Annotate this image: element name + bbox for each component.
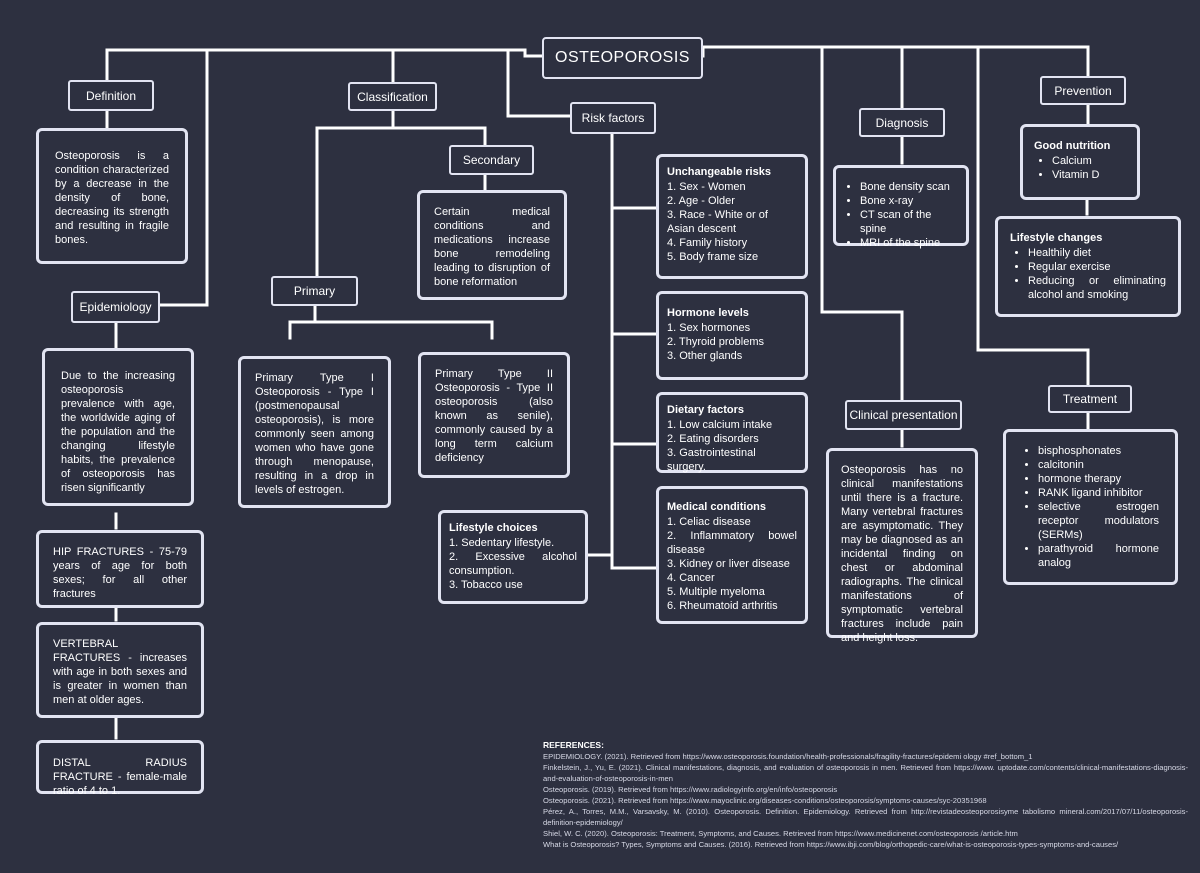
secondary-box: Certain medical conditions and medicatio… xyxy=(417,190,567,300)
diagnosis-item: Bone density scan xyxy=(860,180,960,194)
hormone-level-item: 2. Thyroid problems xyxy=(667,336,765,348)
clinical-presentation-label: Clinical presentation xyxy=(845,400,962,430)
treatment-item: selective estrogen receptor modulators (… xyxy=(1038,500,1159,542)
lifestyle-choices-heading: Lifestyle choices xyxy=(449,522,538,534)
lifestyle-change-item: Regular exercise xyxy=(1028,260,1166,274)
hip-fractures-box: HIP FRACTURES - 75-79 years of age for b… xyxy=(36,530,204,608)
prevention-label: Prevention xyxy=(1040,76,1126,105)
diagnosis-item: MRI of the spine xyxy=(860,236,960,250)
lifestyle-choice-item: 2. Excessive alcohol consumption. xyxy=(449,551,577,577)
references: REFERENCES: EPIDEMIOLOGY. (2021). Retrie… xyxy=(543,740,1188,850)
primary-type1-box: Primary Type I Osteoporosis - Type I (po… xyxy=(238,356,391,508)
treatment-item: bisphosphonates xyxy=(1038,444,1159,458)
diagnosis-label: Diagnosis xyxy=(859,108,945,137)
reference-item: Pérez, A., Torres, M.M., Varsavsky, M. (… xyxy=(543,807,1188,827)
reference-item: Osteoporosis. (2021). Retrieved from htt… xyxy=(543,796,987,805)
hormone-level-item: 1. Sex hormones xyxy=(667,322,751,334)
nutrition-item: Vitamin D xyxy=(1052,168,1126,182)
diagnosis-box: Bone density scan Bone x-ray CT scan of … xyxy=(833,165,969,249)
vertebral-fractures-box: VERTEBRAL FRACTURES - increases with age… xyxy=(36,622,204,718)
unchangeable-risks-heading: Unchangeable risks xyxy=(667,166,771,178)
clinical-presentation-box: Osteoporosis has no clinical manifestati… xyxy=(826,448,978,644)
central-title: OSTEOPOROSIS xyxy=(542,37,703,79)
epidemiology-box: Due to the increasing osteoporosis preva… xyxy=(42,348,194,506)
unchangeable-risk-item: 2. Age - Older xyxy=(667,195,735,207)
medical-conditions-heading: Medical conditions xyxy=(667,501,767,513)
diagnosis-item: CT scan of the spine xyxy=(860,208,960,236)
medical-condition-item: 3. Kidney or liver disease xyxy=(667,558,790,570)
treatment-item: hormone therapy xyxy=(1038,472,1159,486)
distal-radius-box: DISTAL RADIUS FRACTURE - female-male rat… xyxy=(36,740,204,797)
dietary-factor-item: 3. Gastrointestinal surgery. xyxy=(667,447,756,473)
medical-condition-item: 4. Cancer xyxy=(667,572,715,584)
unchangeable-risk-item: 3. Race - White or of Asian descent xyxy=(667,209,768,235)
unchangeable-risk-item: 4. Family history xyxy=(667,237,748,249)
lifestyle-change-item: Healthily diet xyxy=(1028,246,1166,260)
treatment-box: bisphosphonates calcitonin hormone thera… xyxy=(1003,429,1178,585)
unchangeable-risks-box: Unchangeable risks 1. Sex - Women 2. Age… xyxy=(656,154,808,279)
lifestyle-changes-box: Lifestyle changes Healthily diet Regular… xyxy=(995,216,1181,317)
medical-condition-item: 6. Rheumatoid arthritis xyxy=(667,600,778,612)
reference-item: Shiel, W. C. (2020). Osteoporosis: Treat… xyxy=(543,829,1018,838)
lifestyle-choices-box: Lifestyle choices 1. Sedentary lifestyle… xyxy=(438,510,588,604)
lifestyle-choice-item: 1. Sedentary lifestyle. xyxy=(449,537,555,549)
treatment-item: parathyroid hormone analog xyxy=(1038,542,1159,570)
lifestyle-change-item: Reducing or eliminating alcohol and smok… xyxy=(1028,274,1166,302)
medical-conditions-box: Medical conditions 1. Celiac disease 2. … xyxy=(656,486,808,624)
medical-condition-item: 2. Inflammatory bowel disease xyxy=(667,530,797,556)
dietary-factors-heading: Dietary factors xyxy=(667,404,745,416)
dietary-factor-item: 2. Eating disorders xyxy=(667,433,759,445)
hormone-levels-box: Hormone levels 1. Sex hormones 2. Thyroi… xyxy=(656,291,808,380)
good-nutrition-box: Good nutrition Calcium Vitamin D xyxy=(1020,124,1140,200)
good-nutrition-heading: Good nutrition xyxy=(1034,140,1111,152)
secondary-label: Secondary xyxy=(449,145,534,175)
dietary-factor-item: 1. Low calcium intake xyxy=(667,419,773,431)
primary-label: Primary xyxy=(271,276,358,306)
definition-box: Osteoporosis is a condition characterize… xyxy=(36,128,188,264)
reference-item: Osteoporosis. (2019). Retrieved from htt… xyxy=(543,785,838,794)
reference-item: Finkelstein, J., Yu, E. (2021). Clinical… xyxy=(543,763,1188,783)
treatment-item: RANK ligand inhibitor xyxy=(1038,486,1159,500)
definition-label: Definition xyxy=(68,80,154,111)
treatment-label: Treatment xyxy=(1048,385,1132,413)
unchangeable-risk-item: 5. Body frame size xyxy=(667,251,759,263)
reference-item: What is Osteoporosis? Types, Symptoms an… xyxy=(543,840,1119,849)
classification-label: Classification xyxy=(348,82,437,111)
medical-condition-item: 1. Celiac disease xyxy=(667,516,751,528)
lifestyle-changes-heading: Lifestyle changes xyxy=(1010,232,1103,244)
references-heading: REFERENCES: xyxy=(543,740,604,750)
medical-condition-item: 5. Multiple myeloma xyxy=(667,586,765,598)
dietary-factors-box: Dietary factors 1. Low calcium intake 2.… xyxy=(656,392,808,473)
hormone-level-item: 3. Other glands xyxy=(667,350,743,362)
nutrition-item: Calcium xyxy=(1052,154,1126,168)
treatment-item: calcitonin xyxy=(1038,458,1159,472)
diagnosis-item: Bone x-ray xyxy=(860,194,960,208)
primary-type2-box: Primary Type II Osteoporosis - Type II o… xyxy=(418,352,570,478)
hormone-levels-heading: Hormone levels xyxy=(667,307,749,319)
lifestyle-choice-item: 3. Tobacco use xyxy=(449,579,523,591)
risk-factors-label: Risk factors xyxy=(570,102,656,134)
reference-item: EPIDEMIOLOGY. (2021). Retrieved from htt… xyxy=(543,752,1033,761)
epidemiology-label: Epidemiology xyxy=(71,291,160,323)
unchangeable-risk-item: 1. Sex - Women xyxy=(667,181,746,193)
